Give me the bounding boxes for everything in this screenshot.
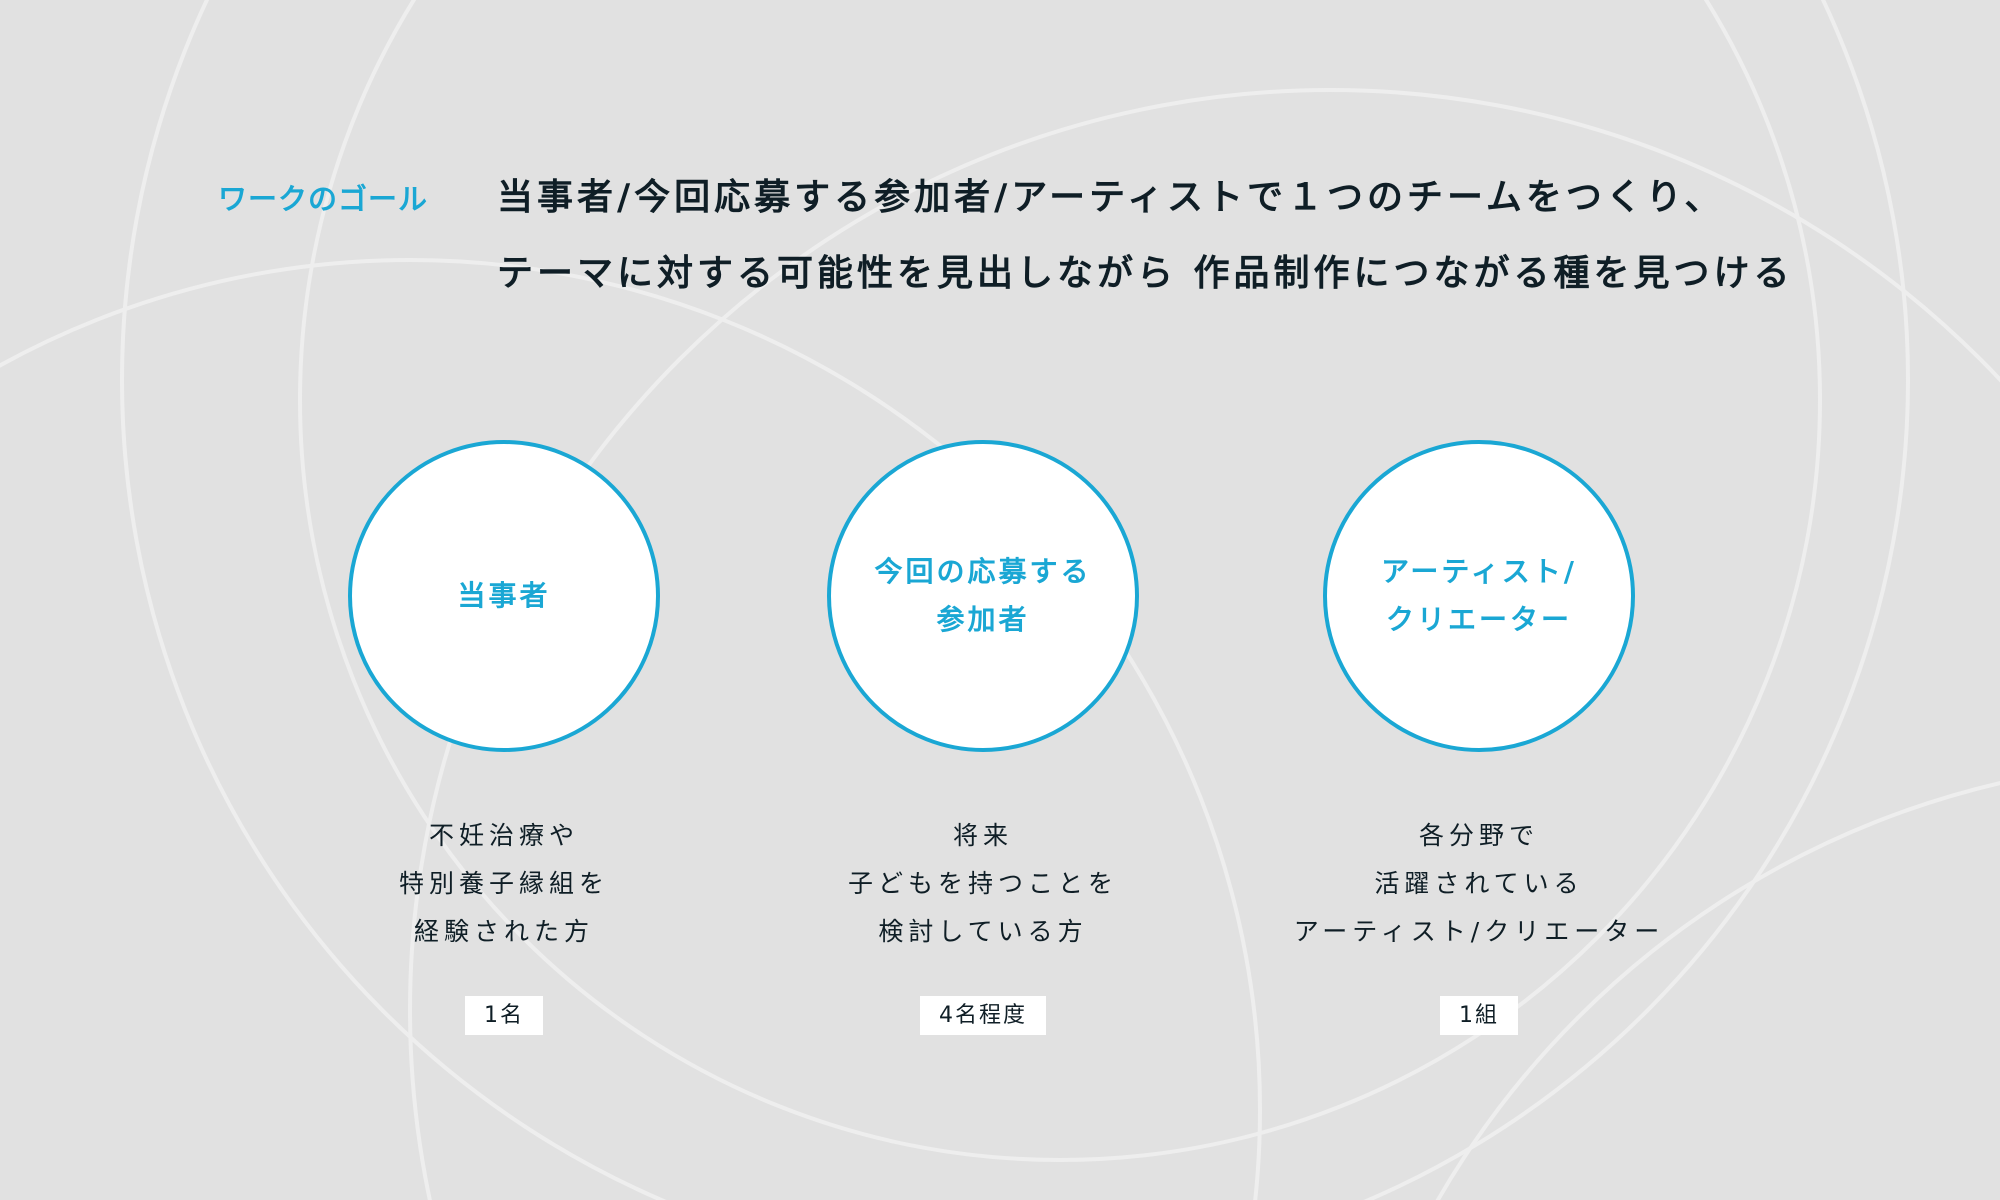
description-line: 検討している方 — [878, 917, 1088, 946]
work-goal-label: ワークのゴール — [218, 182, 429, 216]
member-description: 各分野で 活躍されている アーティスト/クリエーター 1組 — [1294, 812, 1664, 1035]
count-badge: 1名 — [464, 996, 543, 1035]
description-line: アーティスト/クリエーター — [1293, 917, 1665, 946]
member-circle: 当事者 — [348, 440, 660, 752]
member-title-line-2: クリエーター — [1385, 603, 1572, 636]
goal-headline-line-2: テーマに対する可能性を見出しながら 作品制作につながる種を見つける — [497, 253, 1794, 294]
member-title-line-1: アーティスト/ — [1381, 555, 1577, 588]
member-title: 当事者 — [457, 579, 551, 612]
member-card-artists: アーティスト/ クリエーター 各分野で 活躍されている アーティスト/クリエータ… — [1269, 440, 1689, 1035]
member-description: 将来 子どもを持つことを 検討している方 4名程度 — [848, 812, 1118, 1035]
bg-arc-1 — [120, 0, 1910, 1200]
member-circle: アーティスト/ クリエーター — [1323, 440, 1635, 752]
count-badge: 1組 — [1440, 996, 1518, 1035]
description-line: 特別養子縁組を — [398, 869, 609, 898]
member-description: 不妊治療や 特別養子縁組を 経験された方 1名 — [399, 812, 609, 1035]
member-circle: 今回の応募する 参加者 — [827, 440, 1139, 752]
description-line: 活躍されている — [1374, 869, 1584, 898]
member-card-stakeholder: 当事者 不妊治療や 特別養子縁組を 経験された方 1名 — [294, 440, 714, 1035]
member-card-applicants: 今回の応募する 参加者 将来 子どもを持つことを 検討している方 4名程度 — [773, 440, 1193, 1035]
bg-arc-4 — [298, 0, 1822, 1162]
member-title-line-1: 今回の応募する — [874, 555, 1092, 588]
member-title-line-2: 参加者 — [936, 603, 1030, 636]
bg-arc-3 — [408, 88, 2000, 1200]
bg-arc-2 — [0, 258, 1262, 1200]
goal-headline: 当事者/今回応募する参加者/アーティストで１つのチームをつくり、 テーマに対する… — [497, 170, 1794, 322]
description-line: 経験された方 — [413, 917, 594, 946]
goal-headline-line-1: 当事者/今回応募する参加者/アーティストで１つのチームをつくり、 — [497, 177, 1725, 218]
description-line: 不妊治療や — [428, 821, 579, 850]
description-line: 各分野で — [1418, 821, 1539, 850]
description-line: 子どもを持つことを — [847, 869, 1118, 898]
description-line: 将来 — [952, 821, 1013, 850]
count-badge: 4名程度 — [919, 996, 1046, 1035]
